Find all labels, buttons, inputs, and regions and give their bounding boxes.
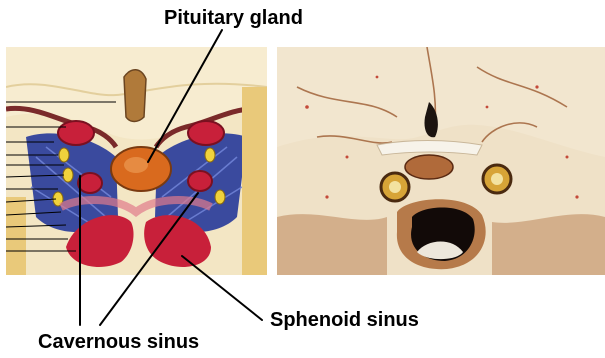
pituitary-gland-label: Pituitary gland	[164, 8, 303, 28]
sphenoid-sinus-label: Sphenoid sinus	[270, 310, 419, 330]
pituitary-pointer-line	[148, 30, 222, 162]
cavernous-pointer-line-right	[100, 193, 198, 325]
cavernous-sinus-label: Cavernous sinus	[38, 332, 199, 352]
sphenoid-pointer-line	[182, 256, 262, 320]
